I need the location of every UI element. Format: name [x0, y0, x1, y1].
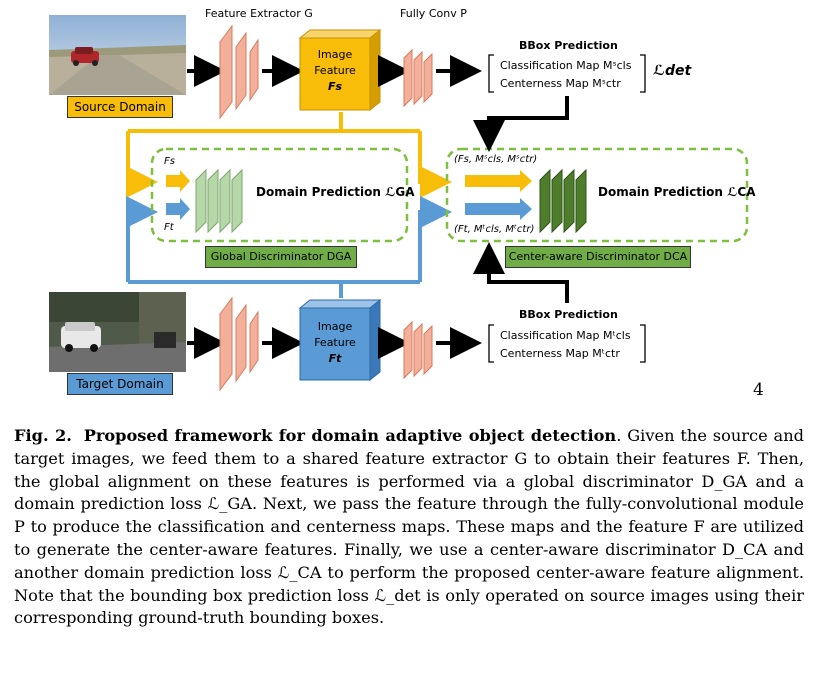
ga-source-input-arrow: [166, 170, 190, 192]
domain-prediction-ga: Domain Prediction ℒGA: [256, 185, 415, 199]
image-feature-target-box: [298, 298, 382, 382]
ca-target-input-arrow: [465, 198, 532, 220]
bbox-prediction-source-title: BBox Prediction: [519, 39, 618, 52]
source-domain-label: Source Domain: [67, 96, 173, 118]
framework-diagram: Source Domain Target Domain: [49, 7, 764, 400]
bbox-source-classification-map: Classification Map Mˢcls: [500, 59, 632, 72]
figure-title: Proposed framework for domain adaptive o…: [83, 426, 617, 445]
global-discriminator-region: [150, 147, 409, 243]
center-aware-discriminator-label: Center-aware Discriminator DCA: [505, 246, 691, 268]
bbox-target-classification-map: Classification Map Mᵗcls: [500, 329, 631, 342]
global-discriminator-label: Global Discriminator DGA: [205, 246, 357, 268]
feature-extractor-target-layers: [219, 296, 259, 392]
caption-body: . Given the source and target images, we…: [14, 426, 804, 628]
bbox-target-centerness-map: Centerness Map Mᵗctr: [500, 347, 620, 360]
bbox-prediction-target-title: BBox Prediction: [519, 308, 618, 321]
feature-extractor-source-layers: [219, 24, 259, 120]
domain-prediction-ca: Domain Prediction ℒCA: [598, 185, 756, 199]
loss-det: ℒdet: [653, 63, 692, 79]
source-domain-image: [49, 15, 186, 95]
center-aware-discriminator-region: [445, 147, 749, 243]
ca-input-target-label: (Ft, Mᵗcls, Mᵗctr): [454, 224, 535, 235]
figure-label: Fig. 2.: [14, 426, 72, 445]
ga-input-source-label: Fs: [164, 156, 175, 167]
feature-extractor-label: Feature Extractor G: [205, 7, 313, 20]
global-discriminator-layers: [195, 168, 243, 234]
ga-input-target-label: Ft: [164, 222, 174, 233]
diagram-canvas: [126, 24, 749, 392]
target-domain-image: [49, 292, 186, 372]
image-feature-source-box: [298, 28, 382, 112]
fully-conv-label: Fully Conv P: [400, 7, 467, 20]
bbox-source-centerness-map: Centerness Map Mˢctr: [500, 77, 621, 90]
ca-source-input-arrow: [465, 170, 532, 192]
center-aware-discriminator-layers: [539, 168, 587, 234]
fully-conv-source-layers: [403, 48, 433, 108]
ca-input-source-label: (Fs, Mˢcls, Mˢctr): [454, 154, 538, 165]
image-feature-target-text: Image Feature Ft: [314, 320, 356, 365]
ga-target-input-arrow: [166, 198, 190, 220]
page-number: 4: [753, 380, 764, 400]
arrow-bbox-source-to-ca: [487, 96, 569, 142]
figure-caption: Fig. 2. Proposed framework for domain ad…: [14, 425, 804, 630]
fully-conv-target-layers: [403, 320, 433, 380]
target-domain-label: Target Domain: [67, 373, 173, 395]
image-feature-source-text: Image Feature Fs: [314, 48, 356, 93]
source-feature-connector: [126, 112, 440, 184]
